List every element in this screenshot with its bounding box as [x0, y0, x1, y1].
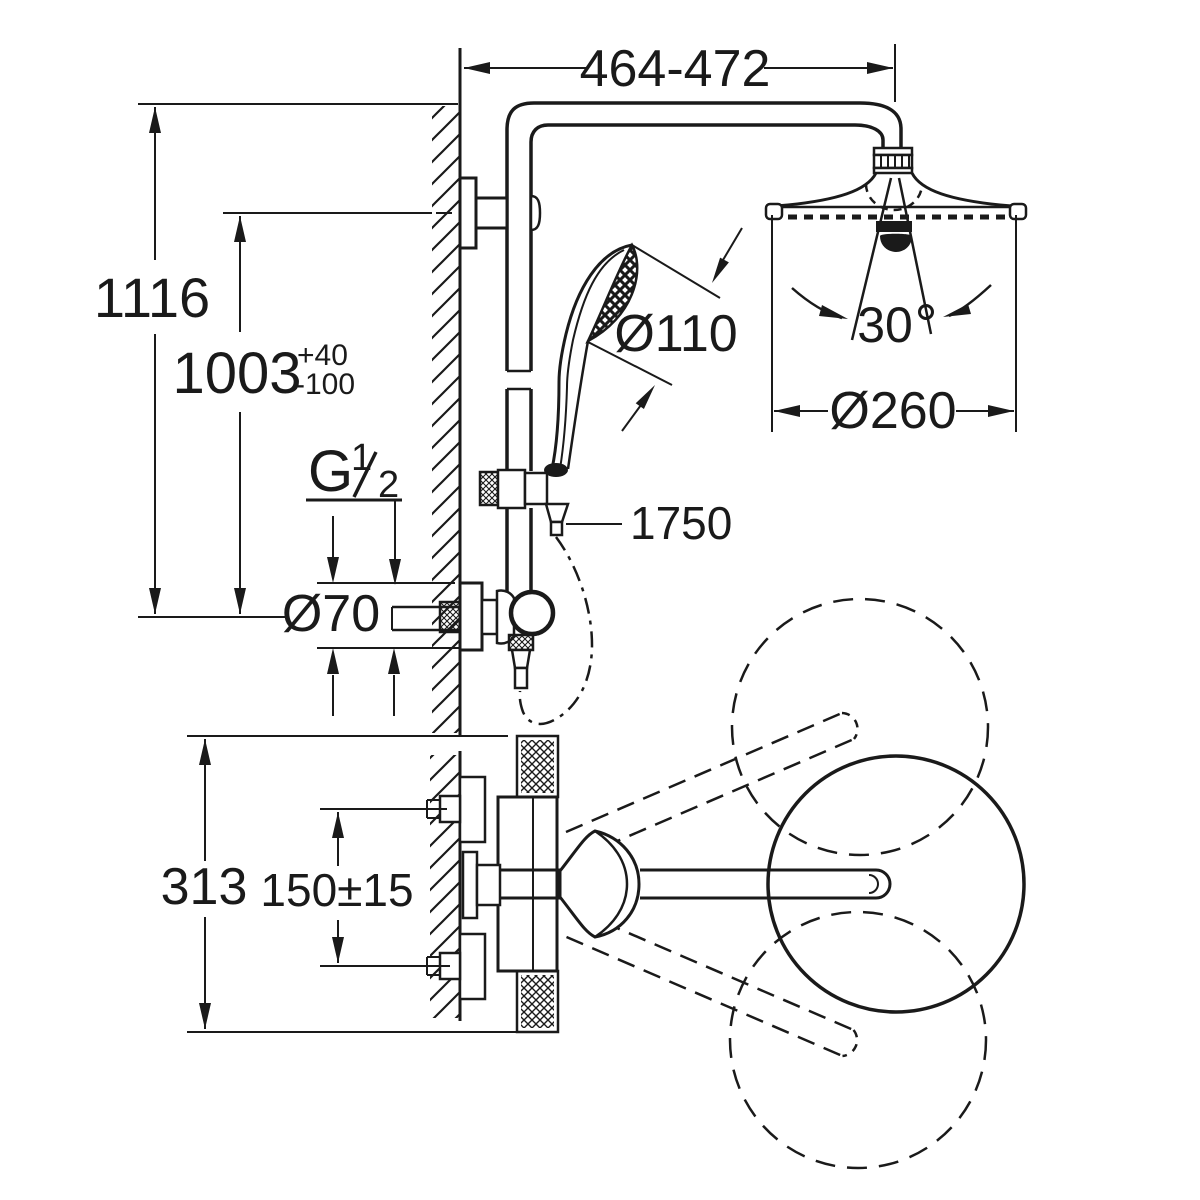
thread-label-den: 2	[378, 464, 399, 506]
dim-label-section-height: 313	[161, 858, 248, 916]
handle-position-up	[730, 597, 990, 857]
lever-handle	[500, 597, 1026, 1170]
head-shower	[764, 146, 1028, 252]
shower-rail	[505, 101, 903, 592]
hand-shower-face	[585, 242, 639, 344]
thread-label-g: G	[308, 439, 353, 504]
shower-rail-holder	[478, 463, 570, 537]
dim-label-swivel-angle: 30	[857, 297, 913, 353]
dim-swivel-angle: 30	[791, 177, 992, 353]
hose-outlet	[544, 502, 570, 524]
handle-knob-circle	[766, 754, 1026, 1014]
dim-arm-projection: 464-472	[464, 40, 896, 102]
dim-thread: G 1 2	[306, 437, 402, 585]
dim-label-hose-length: 1750	[630, 497, 732, 549]
valve-escutcheon	[458, 581, 484, 652]
dim-total-height: 1116	[94, 103, 458, 618]
dim-label-head-diameter: Ø260	[829, 382, 956, 440]
dim-connection-spacing: 150±15	[260, 808, 450, 967]
union-upper	[426, 775, 487, 844]
dim-escutcheon-diameter: Ø70	[282, 516, 477, 716]
seal-upper	[521, 740, 554, 793]
head-rim-right	[1008, 202, 1028, 221]
valve-section	[426, 734, 560, 1034]
dim-label-arm-projection: 464-472	[580, 40, 771, 98]
valve-body-section	[496, 795, 559, 973]
valve-knob	[508, 589, 556, 637]
thread-label-num: 1	[351, 437, 372, 479]
shower-hose	[518, 536, 594, 726]
wall-section-lower	[430, 751, 462, 1021]
handle-position-down	[728, 910, 988, 1170]
dim-label-rail-mount-height: 1003	[172, 341, 301, 406]
dim-label-tol-minus: -100	[295, 368, 355, 401]
thermostat-valve	[458, 581, 556, 690]
dim-label-hand-diameter: Ø110	[614, 305, 737, 363]
seal-lower	[521, 975, 554, 1028]
hose-nut	[507, 633, 535, 652]
dim-rail-mount-height: 1003 +40 -100	[172, 212, 452, 614]
hidden-ball-joint	[864, 183, 924, 212]
hand-shower	[550, 242, 639, 470]
degree-symbol	[918, 304, 934, 320]
dim-head-diameter: Ø260	[771, 215, 1017, 440]
head-rim-left	[764, 202, 784, 221]
holder-knurl-grip	[478, 470, 500, 507]
dim-section-height: 313	[161, 735, 545, 1033]
wall-bracket	[458, 176, 542, 250]
dim-label-escutcheon-diameter: Ø70	[282, 585, 380, 643]
dim-hand-diameter: Ø110	[587, 227, 743, 432]
dim-label-total-height: 1116	[94, 266, 210, 329]
dim-hose-length: 1750	[566, 497, 732, 549]
dim-label-connection-spacing: 150±15	[260, 864, 413, 916]
dim-label-tol-plus: +40	[297, 339, 348, 372]
supply-connection	[391, 600, 462, 634]
